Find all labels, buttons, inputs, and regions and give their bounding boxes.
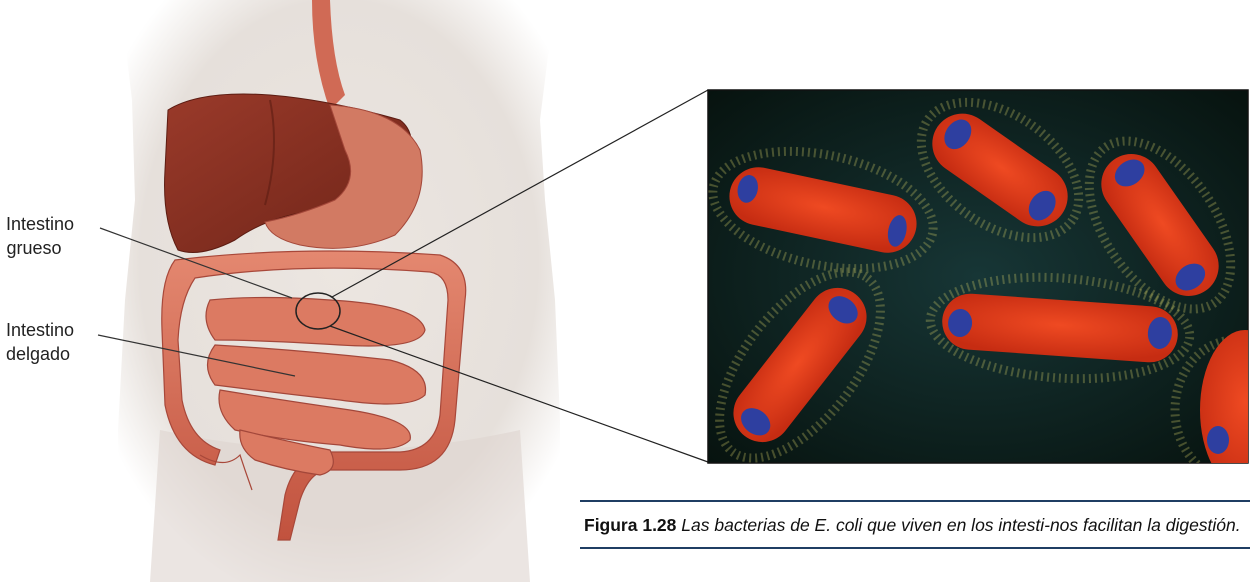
small-intestine-label-line2: delgado <box>6 342 82 366</box>
ecoli-micrograph <box>689 74 1251 490</box>
small-intestine-label: Intestino delgado <box>6 318 82 366</box>
large-intestine-label-line1: Intestino <box>6 212 74 236</box>
large-intestine-label-line2: grueso <box>6 236 74 260</box>
caption-bottom-rule <box>580 547 1250 549</box>
caption-text: Las bacterias de E. coli que viven en lo… <box>681 515 1240 535</box>
small-intestine-label-line1: Intestino <box>6 318 82 342</box>
figure-caption: Figura 1.28 Las bacterias de E. coli que… <box>580 500 1250 549</box>
large-intestine-label: Intestino grueso <box>6 212 74 260</box>
figure-number: Figura 1.28 <box>584 515 676 535</box>
